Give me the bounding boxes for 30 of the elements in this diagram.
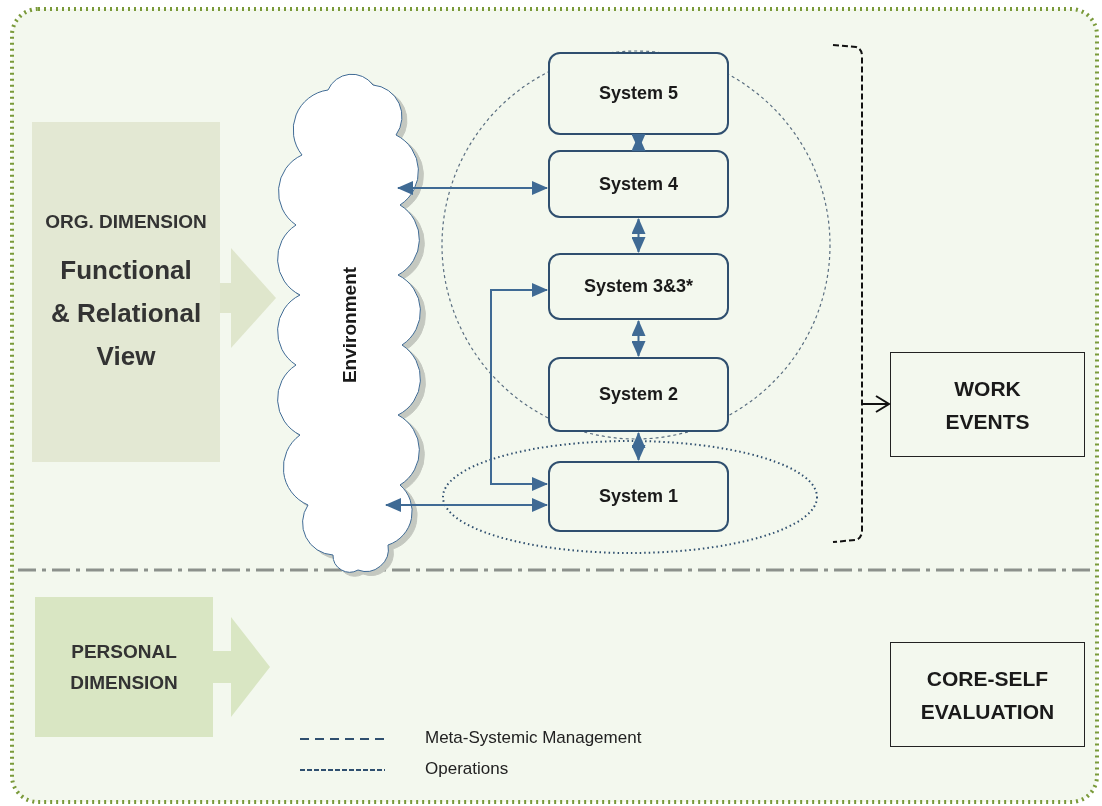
label-box xyxy=(890,352,1085,457)
system-box xyxy=(548,357,729,432)
double-arrow xyxy=(397,181,548,195)
legend-label: Meta-Systemic Management xyxy=(425,728,642,748)
system-label: System 2 xyxy=(598,384,679,405)
system-label: System 3&3* xyxy=(583,276,694,297)
system-label: System 5 xyxy=(598,83,679,104)
system-label: System 4 xyxy=(598,173,679,195)
system-box xyxy=(548,52,729,135)
label-box xyxy=(890,642,1085,747)
double-arrow xyxy=(631,320,646,357)
box-title: CORE-SELF EVALUATION xyxy=(919,665,1056,725)
panel-heading: PERSONAL DIMENSION xyxy=(69,640,179,695)
double-arrow xyxy=(631,134,646,151)
box-title: WORK EVENTS xyxy=(944,375,1031,435)
view-title: Functional & Relational View xyxy=(49,253,203,373)
arrow xyxy=(861,395,890,413)
system-box xyxy=(548,461,729,532)
double-arrow xyxy=(631,432,646,461)
double-arrow xyxy=(631,218,646,253)
system-label: System 1 xyxy=(598,486,679,507)
dimension-panel xyxy=(32,122,220,462)
panel-heading: ORG. DIMENSION xyxy=(45,209,207,234)
cloud-label: Environment xyxy=(339,266,362,384)
system-box xyxy=(548,253,729,320)
block-arrow xyxy=(220,248,276,348)
legend-label: Operations xyxy=(425,759,509,779)
system-box xyxy=(548,150,729,218)
double-arrow xyxy=(385,498,548,512)
double-arrow xyxy=(490,283,548,491)
